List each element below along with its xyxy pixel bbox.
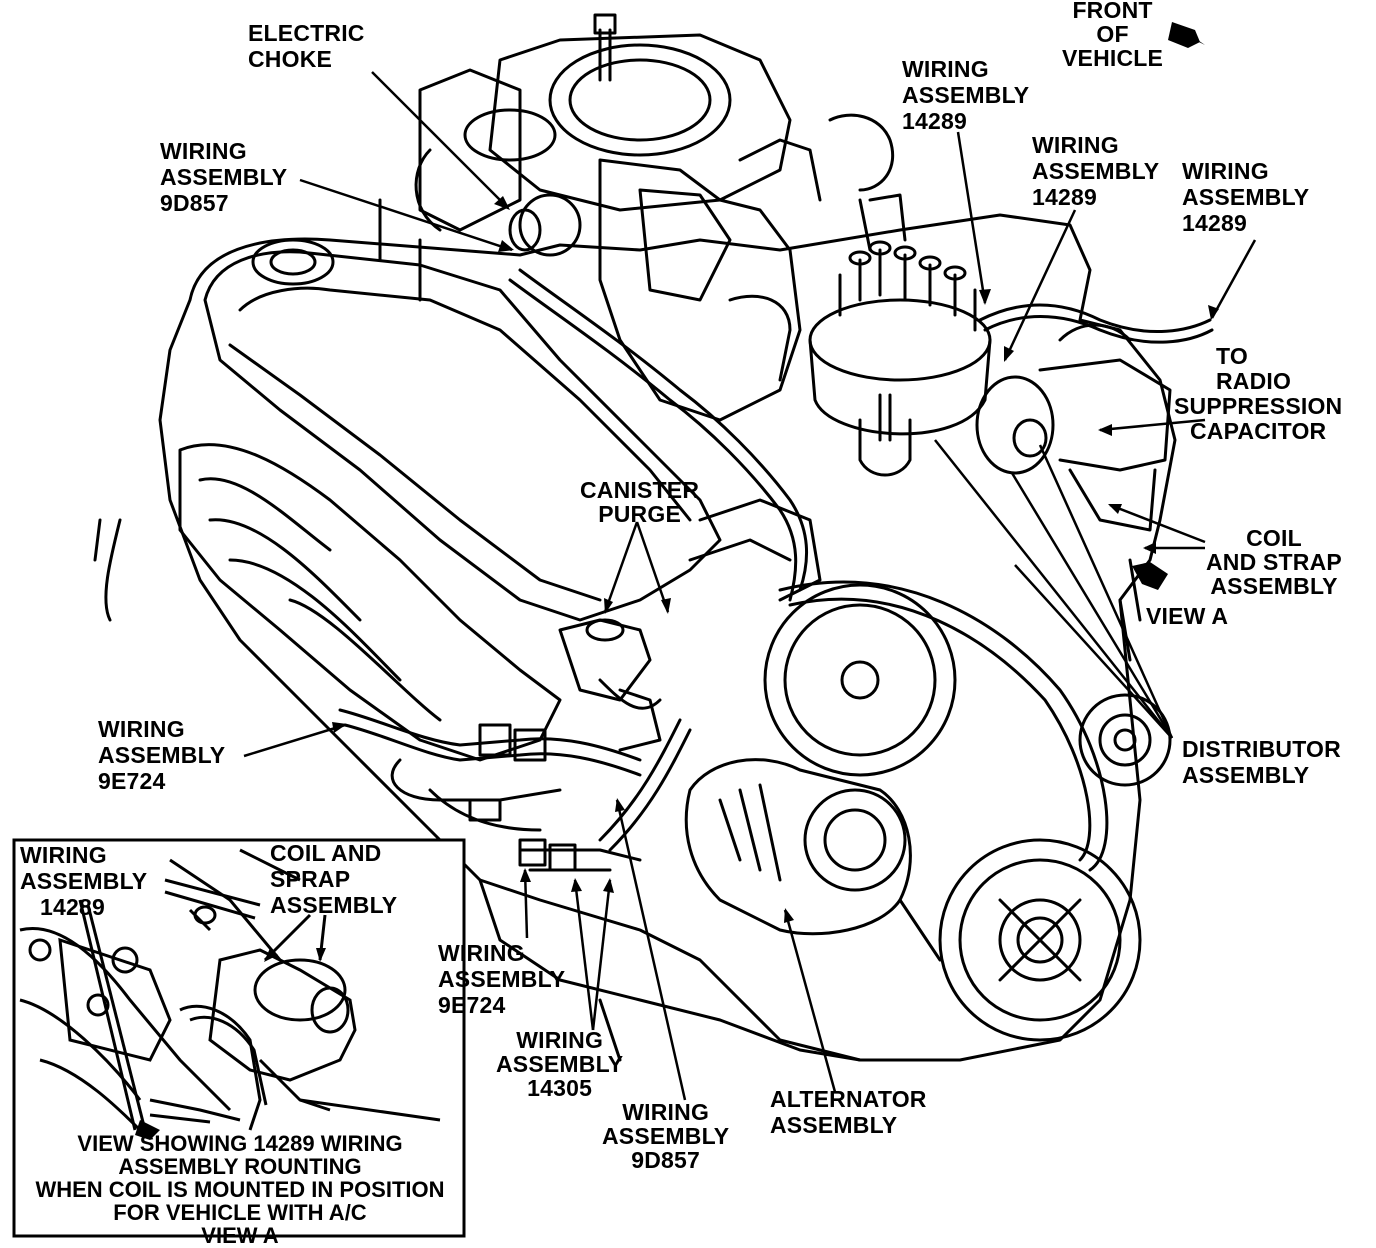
electric-choke-label: ELECTRIC CHOKE [248,20,365,72]
water-pump-pulley [763,583,957,777]
crankshaft-pulley [938,838,1142,1042]
inset-wiring-14289-label: WIRING ASSEMBLY 14289 [20,842,148,920]
wiring-9e724-left-label: WIRING ASSEMBLY 9E724 [98,716,226,794]
wiring-14289-c-label: WIRING ASSEMBLY 14289 [1182,158,1310,236]
electric-choke [463,108,557,162]
idler-pulley [1078,693,1172,787]
front-of-vehicle-label: FRONT OF VEHICLE [1062,0,1164,71]
valve-cover [203,250,722,622]
oil-filler-cap [251,238,335,286]
harness-9e724 [338,708,642,762]
inset-coil-sprap-label: COIL AND SPRAP ASSEMBLY [270,840,398,918]
exhaust-manifold [178,443,562,762]
view-a-arrow [1132,562,1168,590]
wiring-9e724-bottom-label: WIRING ASSEMBLY 9E724 [438,940,566,1018]
front-arrow [1168,22,1200,48]
to-radio-capacitor-label: TO RADIO SUPPRESSION CAPACITOR [1174,343,1343,444]
wiring-9d857-top-label: WIRING ASSEMBLY 9D857 [160,138,288,216]
wiring-14289-a-label: WIRING ASSEMBLY 14289 [902,56,1030,134]
view-a-label: VIEW A [1146,603,1229,629]
canister-purge-label: CANISTER PURGE [580,477,700,527]
wiring-9d857-bottom-label: WIRING ASSEMBLY 9D857 [602,1099,730,1173]
ignition-coil [975,375,1055,475]
arrowheads [332,22,1219,923]
wiring-14289-b-label: WIRING ASSEMBLY 14289 [1032,132,1160,210]
canister-purge-valve [558,618,652,702]
harness-9d857 [518,268,809,592]
coil-strap-label: COIL AND STRAP ASSEMBLY [1206,525,1342,599]
air-cleaner [548,43,732,157]
alternator-label: ALTERNATOR ASSEMBLY [770,1086,927,1138]
inset-caption: VIEW SHOWING 14289 WIRING ASSEMBLY ROUNT… [35,1131,445,1248]
distributor-label: DISTRIBUTOR ASSEMBLY [1182,736,1341,788]
wiring-14305-label: WIRING ASSEMBLY 14305 [496,1027,624,1101]
inset-detail [12,838,466,1238]
distributor-cap [808,298,992,382]
alternator-body [684,758,912,936]
